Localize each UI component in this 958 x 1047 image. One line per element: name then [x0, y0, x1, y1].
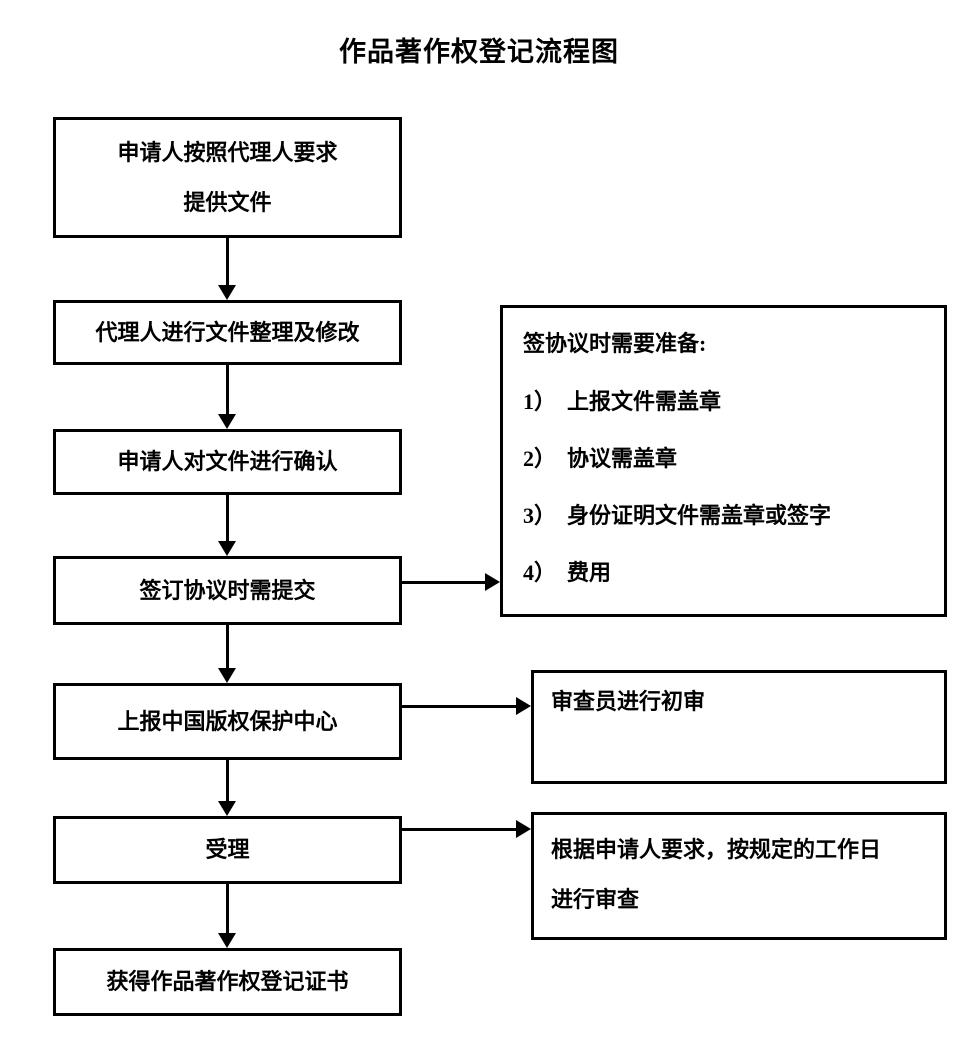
process-box-step-1[interactable]: 申请人按照代理人要求 提供文件 — [53, 117, 402, 238]
process-box-step-1-line-1: 申请人按照代理人要求 — [117, 139, 338, 165]
note-list-item: 4） 费用 — [523, 555, 930, 587]
connector-step4-step5-line — [226, 625, 229, 668]
connector-step3-step4-arrowhead — [218, 541, 236, 556]
page-title: 作品著作权登记流程图 — [339, 37, 619, 67]
note-item-text: 协议需盖章 — [567, 446, 678, 471]
note-box-examiner[interactable]: 审查员进行初审 — [531, 670, 947, 784]
connector-step6-note-line — [402, 828, 516, 831]
process-box-step-3[interactable]: 申请人对文件进行确认 — [53, 429, 402, 495]
connector-step2-step3-arrowhead — [218, 414, 236, 429]
connector-step5-note-arrowhead — [516, 697, 531, 715]
process-box-step-4[interactable]: 签订协议时需提交 — [53, 556, 402, 625]
process-box-step-4-line-1: 签订协议时需提交 — [139, 577, 316, 603]
note-box-review-line-2: 进行审查 — [551, 887, 640, 912]
note-item-text: 身份证明文件需盖章或签字 — [567, 503, 832, 528]
note-item-number: 1） — [523, 389, 557, 414]
process-box-step-5[interactable]: 上报中国版权保护中心 — [53, 683, 402, 760]
connector-step4-step5-arrowhead — [218, 668, 236, 683]
process-box-step-2[interactable]: 代理人进行文件整理及修改 — [53, 300, 402, 365]
process-box-step-7[interactable]: 获得作品著作权登记证书 — [53, 948, 402, 1016]
process-box-step-7-line-1: 获得作品著作权登记证书 — [106, 969, 349, 994]
note-item-number: 2） — [523, 446, 557, 471]
note-panel-heading: 签协议时需要准备: — [523, 331, 707, 356]
note-item-text: 上报文件需盖章 — [567, 389, 722, 414]
note-item-text: 费用 — [567, 560, 612, 585]
connector-step1-step2-arrowhead — [218, 285, 236, 300]
connector-step1-step2-line — [226, 238, 229, 285]
note-box-review[interactable]: 根据申请人要求，按规定的工作日 进行审查 — [531, 812, 947, 940]
note-box-review-line-1: 根据申请人要求，按规定的工作日 — [551, 837, 882, 862]
connector-step4-note-line — [402, 581, 485, 584]
process-box-step-6[interactable]: 受理 — [53, 816, 402, 884]
process-box-step-1-line-2: 提供文件 — [183, 189, 272, 215]
connector-step2-step3-line — [226, 365, 229, 414]
note-panel-preparation[interactable]: 签协议时需要准备: 1） 上报文件需盖章 2） 协议需盖章 3） 身份证明文件需… — [500, 305, 947, 617]
note-list-item: 3） 身份证明文件需盖章或签字 — [523, 498, 930, 530]
connector-step5-step6-line — [226, 760, 229, 801]
note-list-item: 2） 协议需盖章 — [523, 441, 930, 473]
note-item-number: 3） — [523, 503, 557, 528]
process-box-step-5-line-1: 上报中国版权保护中心 — [117, 708, 338, 734]
connector-step5-step6-arrowhead — [218, 801, 236, 816]
connector-step4-note-arrowhead — [485, 573, 500, 591]
connector-step5-note-line — [402, 705, 516, 708]
note-list-item: 1） 上报文件需盖章 — [523, 384, 930, 416]
note-item-number: 4） — [523, 560, 557, 585]
process-box-step-6-line-1: 受理 — [205, 837, 250, 862]
process-box-step-2-line-1: 代理人进行文件整理及修改 — [95, 319, 360, 345]
connector-step3-step4-line — [226, 495, 229, 541]
connector-step6-step7-line — [226, 884, 229, 933]
process-box-step-3-line-1: 申请人对文件进行确认 — [117, 449, 338, 474]
connector-step6-step7-arrowhead — [218, 933, 236, 948]
note-box-examiner-line-1: 审查员进行初审 — [551, 689, 706, 714]
connector-step6-note-arrowhead — [516, 820, 531, 838]
